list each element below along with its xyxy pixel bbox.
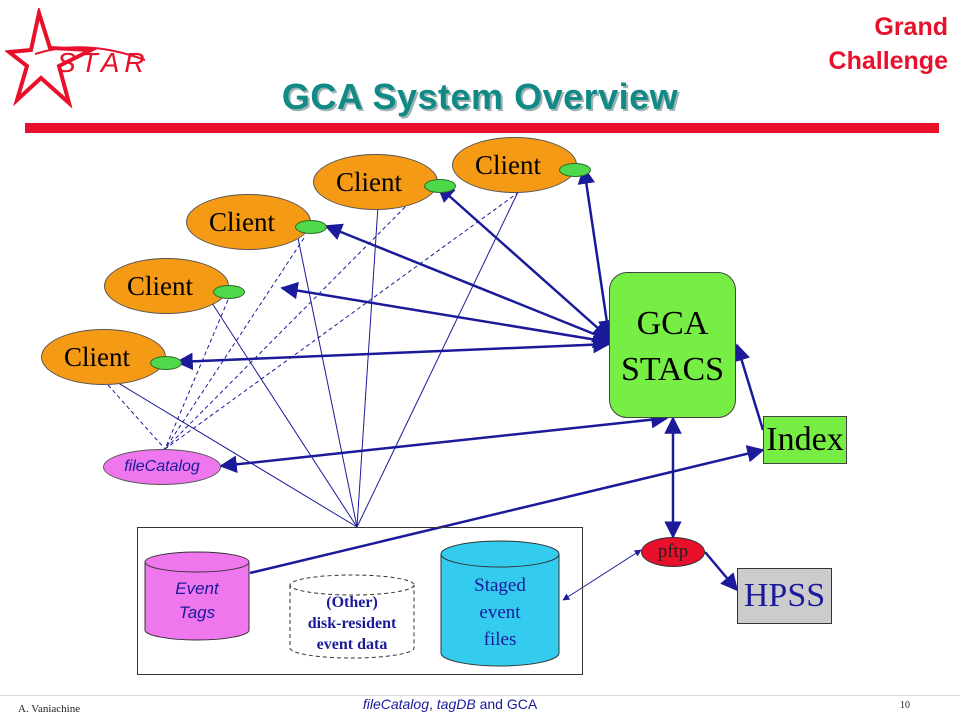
star-logo: STAR [5,8,150,108]
client-5: Client [452,137,577,193]
gca-line-2: STACS [620,351,725,388]
footer-part-1: fileCatalog [362,696,429,712]
client-5-port-icon [559,163,591,177]
client-4: Client [313,154,438,210]
footer-title: fileCatalog, tagDB and GCA [0,696,900,712]
file-catalog: fileCatalog [103,449,221,485]
other-data-cylinder [289,574,415,659]
client-label: Client [64,342,130,372]
client-4-port-icon [424,179,456,193]
page-title: GCA System Overview [281,76,679,117]
other-line-2: disk-resident [307,615,397,632]
index-box: Index [763,416,847,464]
event-tags-line-2: Tags [178,603,216,622]
star-icon [5,8,99,108]
footer-part-3: tagDB [436,696,476,712]
pftp-node: pftp [641,537,705,567]
other-line-1: (Other) [326,594,378,611]
footer-author: A. Vaniachine [18,703,81,715]
footer-part-2: , [428,696,437,712]
client-2: Client [104,258,229,314]
grand-challenge-line-1: Grand [874,13,948,41]
footer-part-4: and GCA [475,696,538,712]
client-label: Client [127,271,193,301]
client-3-port-icon [295,220,327,234]
gca-stacs-box: GCA STACS [609,272,736,418]
gca-line-1: GCA [636,305,709,342]
arrows [175,166,765,592]
client-1-port-icon [150,356,182,370]
other-line-3: event data [316,636,388,653]
client-3: Client [186,194,311,250]
client-label: Client [475,150,541,180]
client-2-port-icon [213,285,245,299]
logo-text: STAR [57,47,150,78]
event-tags-label: Event Tags [145,577,249,625]
storage-box [137,527,583,675]
grand-challenge-line-2: Challenge [828,47,948,75]
event-tags-line-1: Event [175,579,219,598]
staged-line-1: Staged [474,575,526,596]
staged-line-3: files [483,629,517,650]
event-tags-cylinder [144,551,250,641]
staged-files-cylinder [440,540,560,667]
client-label: Client [209,207,275,237]
footer-divider [0,695,960,696]
hpss-box: HPSS [737,568,832,624]
other-data-label: (Other) disk-resident event data [288,592,416,655]
staged-line-2: event [479,602,521,623]
title-divider [25,123,939,133]
client-label: Client [336,167,402,197]
page-number: 10 [900,700,910,711]
staged-files-label: Staged event files [441,572,559,653]
grand-challenge: Grand Challenge [768,10,948,78]
